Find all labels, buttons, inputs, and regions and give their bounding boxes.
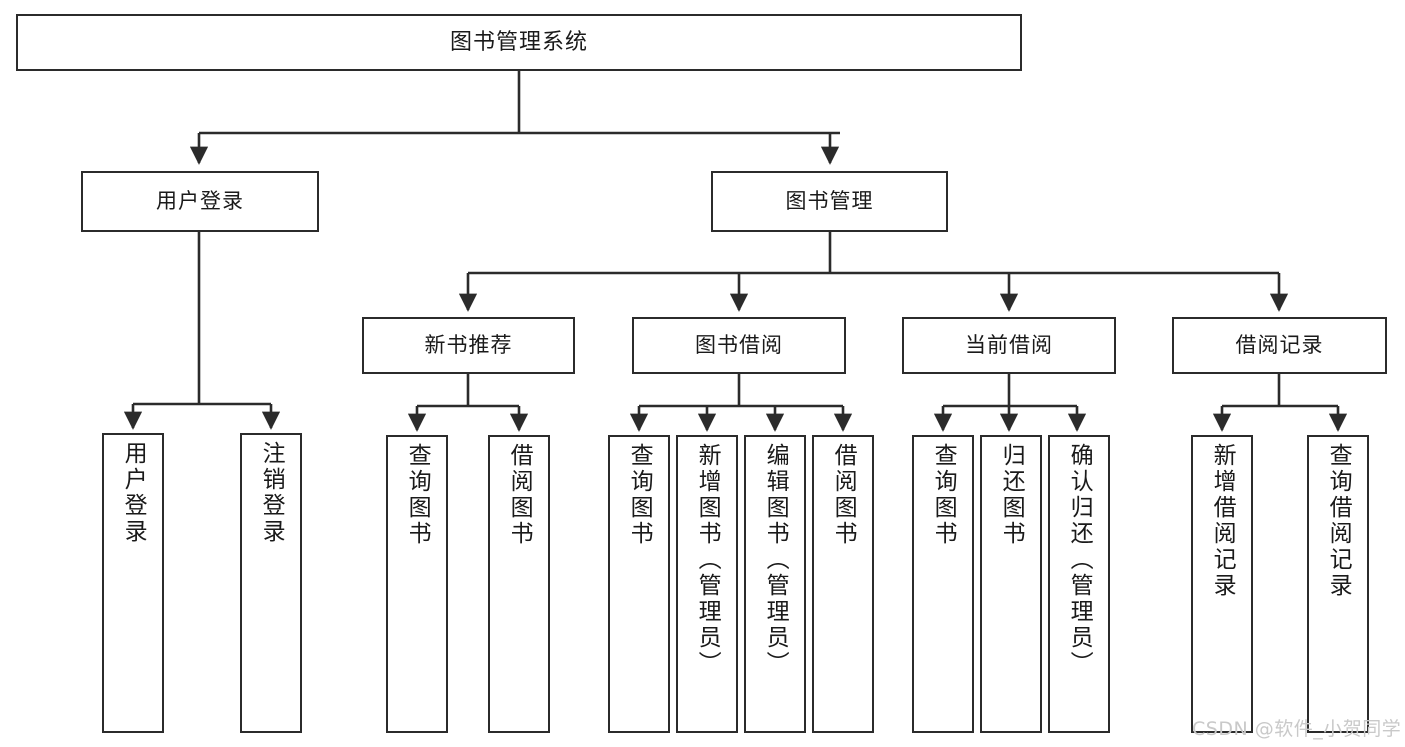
node-book-management[interactable]: 图书管理 <box>711 171 948 232</box>
node-label: 图书管理系统 <box>449 29 588 55</box>
node-borrow-record[interactable]: 借阅记录 <box>1172 317 1387 374</box>
node-label: 图书管理 <box>785 189 874 214</box>
node-leaf-add-book-admin[interactable]: 新增图书（管理员） <box>676 435 738 733</box>
node-label: 用户登录 <box>156 189 244 214</box>
node-new-book-recommend[interactable]: 新书推荐 <box>362 317 575 374</box>
node-label: 确认归还（管理员） <box>1066 443 1093 677</box>
node-leaf-borrow-book[interactable]: 借阅图书 <box>812 435 874 733</box>
node-book-borrow[interactable]: 图书借阅 <box>632 317 846 374</box>
node-leaf-query-borrow-record[interactable]: 查询借阅记录 <box>1307 435 1369 733</box>
node-label: 查询图书 <box>930 443 957 547</box>
node-root-book-management-system[interactable]: 图书管理系统 <box>16 14 1022 71</box>
node-leaf-logout-login[interactable]: 注销登录 <box>240 433 302 733</box>
node-label: 查询借阅记录 <box>1325 443 1352 599</box>
node-label: 用户登录 <box>120 441 147 545</box>
node-label: 编辑图书（管理员） <box>762 443 789 677</box>
node-leaf-edit-book-admin[interactable]: 编辑图书（管理员） <box>744 435 806 733</box>
node-label: 归还图书 <box>998 443 1025 547</box>
node-label: 查询图书 <box>626 443 653 547</box>
node-leaf-query-book-recommend[interactable]: 查询图书 <box>386 435 448 733</box>
node-current-borrow[interactable]: 当前借阅 <box>902 317 1116 374</box>
node-label: 查询图书 <box>404 443 431 547</box>
node-leaf-return-book[interactable]: 归还图书 <box>980 435 1042 733</box>
node-label: 图书借阅 <box>695 333 783 358</box>
node-label: 借阅图书 <box>506 443 533 547</box>
node-leaf-confirm-return-admin[interactable]: 确认归还（管理员） <box>1048 435 1110 733</box>
node-leaf-query-book-borrow[interactable]: 查询图书 <box>608 435 670 733</box>
node-label: 借阅记录 <box>1235 333 1324 358</box>
node-label: 当前借阅 <box>965 333 1053 358</box>
node-user-login[interactable]: 用户登录 <box>81 171 319 232</box>
node-label: 新书推荐 <box>424 333 513 358</box>
node-leaf-borrow-book-recommend[interactable]: 借阅图书 <box>488 435 550 733</box>
node-leaf-query-book-current[interactable]: 查询图书 <box>912 435 974 733</box>
node-leaf-add-borrow-record[interactable]: 新增借阅记录 <box>1191 435 1253 733</box>
csdn-watermark: CSDN @软件_小贺同学 <box>1192 718 1402 740</box>
node-label: 借阅图书 <box>830 443 857 547</box>
node-leaf-user-login[interactable]: 用户登录 <box>102 433 164 733</box>
node-label: 注销登录 <box>258 441 285 545</box>
node-label: 新增借阅记录 <box>1209 443 1236 599</box>
node-label: 新增图书（管理员） <box>694 443 721 677</box>
